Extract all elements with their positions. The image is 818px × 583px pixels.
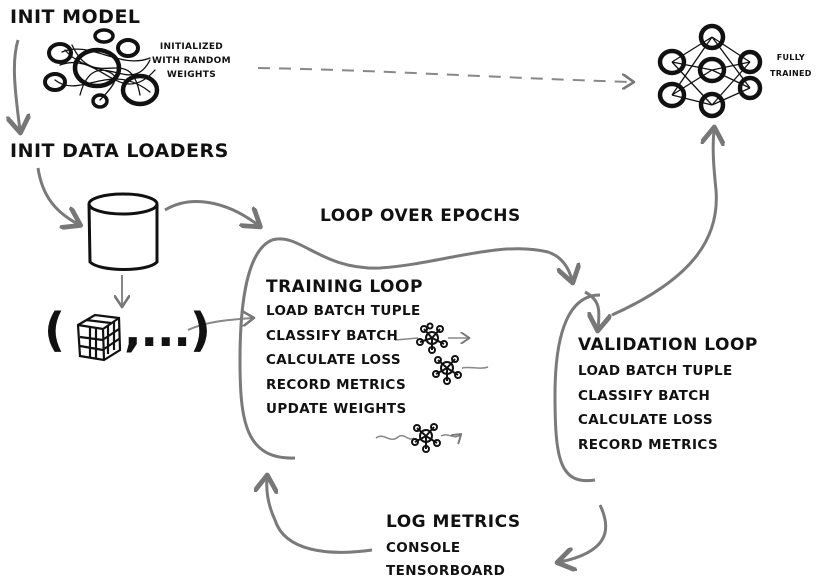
training-loop-bracket bbox=[238, 238, 296, 460]
init-model-note-line: WEIGHTS bbox=[166, 70, 216, 80]
dataset-cylinder-icon bbox=[87, 192, 159, 271]
arrow-into-validation bbox=[584, 290, 599, 328]
arrow-loaders-to-db bbox=[36, 167, 78, 224]
fully-trained-line: TRAINED bbox=[770, 69, 812, 78]
training-steps: LOAD BATCH TUPLE CLASSIFY BATCH CALCULAT… bbox=[266, 303, 421, 417]
trained-network-icon bbox=[657, 23, 763, 119]
update-network-icon bbox=[375, 423, 460, 453]
training-step: RECORD METRICS bbox=[266, 376, 407, 393]
validation-step: CALCULATE LOSS bbox=[578, 412, 713, 429]
training-step: CALCULATE LOSS bbox=[266, 352, 401, 369]
arrow-validation-to-trained bbox=[611, 130, 716, 317]
init-model-note-line: INITIALIZED bbox=[159, 42, 224, 52]
loss-network-icon bbox=[432, 355, 489, 385]
fully-trained-note: FULLY TRAINED bbox=[770, 50, 812, 82]
arrow-model-to-loaders bbox=[14, 39, 20, 130]
validation-step: RECORD METRICS bbox=[578, 436, 719, 453]
validation-loop-bracket bbox=[553, 293, 601, 483]
batch-cube-icon bbox=[76, 313, 122, 362]
training-loop-title: TRAINING LOOP bbox=[266, 277, 423, 297]
training-step: LOAD BATCH TUPLE bbox=[266, 303, 421, 319]
fully-trained-line: FULLY bbox=[776, 53, 805, 62]
random-network-icon bbox=[43, 28, 160, 109]
arrow-training-to-validation bbox=[271, 237, 572, 280]
arrow-validation-to-log bbox=[560, 504, 608, 562]
init-model-note: INITIALIZED WITH RANDOM WEIGHTS bbox=[152, 40, 231, 82]
validation-loop-title: VALIDATION LOOP bbox=[578, 335, 758, 355]
validation-step: CLASSIFY BATCH bbox=[578, 387, 711, 404]
training-step: UPDATE WEIGHTS bbox=[266, 401, 407, 418]
init-loaders-title: INIT DATA LOADERS bbox=[10, 140, 229, 162]
arrow-db-to-training bbox=[164, 200, 258, 225]
log-metrics-item: CONSOLE bbox=[386, 540, 461, 556]
init-model-title: INIT MODEL bbox=[10, 6, 141, 28]
loop-over-epochs-label: LOOP OVER EPOCHS bbox=[320, 206, 521, 226]
arrow-log-to-training bbox=[267, 478, 373, 554]
validation-steps: LOAD BATCH TUPLE CLASSIFY BATCH CALCULAT… bbox=[578, 363, 733, 453]
init-model-note-line: WITH RANDOM bbox=[152, 56, 231, 66]
log-metrics-title: LOG METRICS bbox=[386, 512, 521, 532]
tuple-rest: ,...) bbox=[124, 303, 211, 357]
classify-network-icon bbox=[394, 322, 468, 354]
log-metrics-item: TENSORBOARD bbox=[386, 563, 506, 579]
dashed-arrow bbox=[257, 67, 632, 82]
arrow-tuple-to-training bbox=[187, 318, 252, 331]
tuple-open-paren: ( bbox=[44, 303, 66, 357]
validation-step: LOAD BATCH TUPLE bbox=[578, 363, 733, 379]
log-metrics-items: CONSOLE TENSORBOARD bbox=[386, 540, 505, 579]
training-step: CLASSIFY BATCH bbox=[266, 327, 399, 344]
